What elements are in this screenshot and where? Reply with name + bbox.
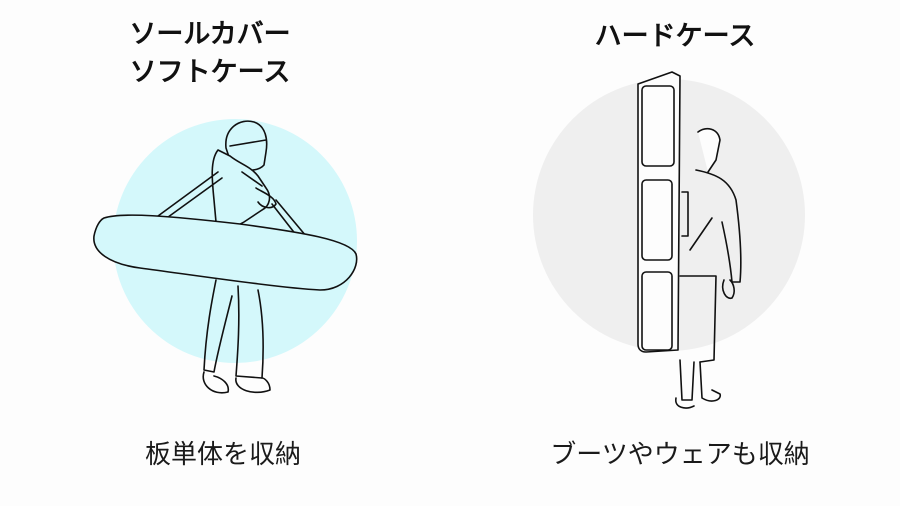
hard-case-caption: ブーツやウェアも収納 — [550, 440, 810, 470]
soft-case-caption: 板単体を収納 — [144, 440, 301, 470]
hard-case-panel: ハードケース ブーツやウェアも収納 — [450, 0, 900, 506]
title-line-2: ソフトケース — [129, 57, 291, 88]
hard-case-title: ハードケース — [594, 21, 756, 52]
soft-case-title: ソールカバー ソフトケース — [0, 16, 435, 92]
soft-case-panel: ソールカバー ソフトケース 板単体を収納 — [0, 16, 435, 470]
hard-case-carrier-illustration-icon — [637, 71, 742, 409]
title-line-1: ソールカバー — [129, 19, 291, 50]
snowboard-carrier-illustration-icon — [93, 120, 358, 394]
